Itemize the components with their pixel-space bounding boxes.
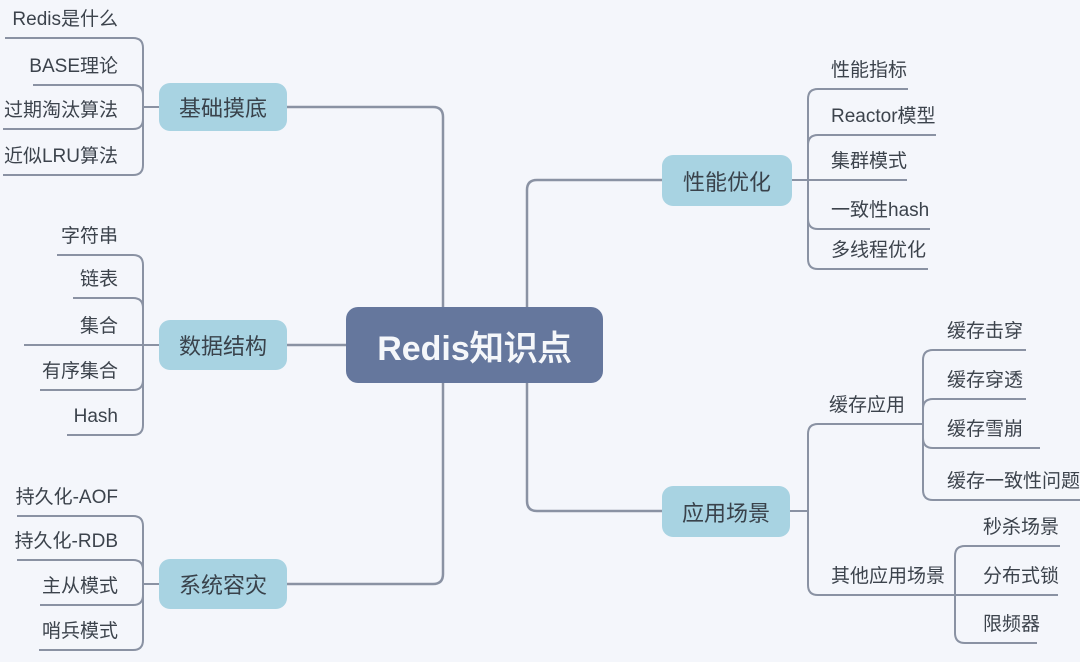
leaf-node-cache-consistency[interactable]: 缓存一致性问题 <box>947 471 1080 492</box>
edge-center-disaster <box>287 383 445 586</box>
leaf-node-perf-metrics[interactable]: 性能指标 <box>831 60 908 81</box>
edge-multithread-opt <box>807 180 928 270</box>
leaf-node-cache-penetration[interactable]: 缓存穿透 <box>947 370 1024 391</box>
edge-linked-list <box>73 297 144 345</box>
leaf-node-hash[interactable]: Hash <box>73 406 118 427</box>
edge-what-is-redis <box>5 37 144 107</box>
leaf-node-string[interactable]: 字符串 <box>60 226 118 247</box>
leaf-node-cache-breakdown[interactable]: 缓存击穿 <box>947 321 1024 342</box>
leaf-node-set[interactable]: 集合 <box>79 316 118 337</box>
edge-perf-metrics <box>807 88 908 180</box>
leaf-node-what-is-redis[interactable]: Redis是什么 <box>12 9 118 30</box>
leaf-node-consistent-hash[interactable]: 一致性hash <box>831 200 930 221</box>
edge-cache-breakdown <box>922 349 1026 424</box>
leaf-node-multithread-opt[interactable]: 多线程优化 <box>831 240 927 261</box>
edge-cache-consistency <box>922 424 1080 501</box>
leaf-node-linked-list[interactable]: 链表 <box>79 269 118 290</box>
root-node[interactable]: Redis知识点 <box>346 307 603 383</box>
leaf-node-base-theory[interactable]: BASE理论 <box>29 56 118 77</box>
edge-sentinel <box>39 584 144 651</box>
edge-reactor-model <box>807 134 936 180</box>
leaf-node-sorted-set[interactable]: 有序集合 <box>41 361 118 382</box>
branch-node-basics[interactable]: 基础摸底 <box>159 83 287 131</box>
edge-base-theory <box>33 84 144 107</box>
leaf-node-sentinel[interactable]: 哨兵模式 <box>41 621 118 642</box>
leaf-node-approx-lru[interactable]: 近似LRU算法 <box>3 146 118 167</box>
branch-node-data-structures[interactable]: 数据结构 <box>159 320 287 370</box>
leaf-node-distributed-lock[interactable]: 分布式锁 <box>983 566 1060 587</box>
leaf-node-reactor-model[interactable]: Reactor模型 <box>831 106 936 127</box>
edge-cache-penetration <box>922 398 1026 424</box>
edge-center-usecases <box>525 383 662 513</box>
leaf-node-persistence-rdb[interactable]: 持久化-RDB <box>14 531 118 552</box>
edge-persistence-rdb <box>17 559 144 584</box>
leaf-node-master-slave[interactable]: 主从模式 <box>41 576 118 597</box>
branch-node-performance[interactable]: 性能优化 <box>662 155 792 206</box>
edge-approx-lru <box>3 107 144 176</box>
leaf-node-cache-avalanche[interactable]: 缓存雪崩 <box>947 419 1024 440</box>
leaf-node-seckill[interactable]: 秒杀场景 <box>983 517 1060 538</box>
leaf-node-rate-limiter[interactable]: 限频器 <box>983 614 1041 635</box>
sub-branch-node-cache-usage[interactable]: 缓存应用 <box>829 395 906 416</box>
branch-node-disaster-recovery[interactable]: 系统容灾 <box>159 559 287 609</box>
edge-other-use-cases <box>807 511 1058 596</box>
edge-string <box>57 254 144 345</box>
edge-cache-usage <box>807 423 923 511</box>
leaf-node-cluster-mode[interactable]: 集群模式 <box>831 151 908 172</box>
leaf-node-expiry-eviction[interactable]: 过期淘汰算法 <box>3 100 118 121</box>
edge-center-basics <box>287 105 445 307</box>
edge-center-performance <box>525 178 662 307</box>
edge-persistence-aof <box>17 515 144 584</box>
leaf-node-persistence-aof[interactable]: 持久化-AOF <box>15 487 118 508</box>
branch-node-use-cases[interactable]: 应用场景 <box>662 486 790 537</box>
edge-rate-limiter <box>954 595 1037 644</box>
edge-hash <box>67 345 144 436</box>
edge-seckill <box>954 545 1060 595</box>
sub-branch-node-other-use-cases[interactable]: 其他应用场景 <box>831 566 946 587</box>
